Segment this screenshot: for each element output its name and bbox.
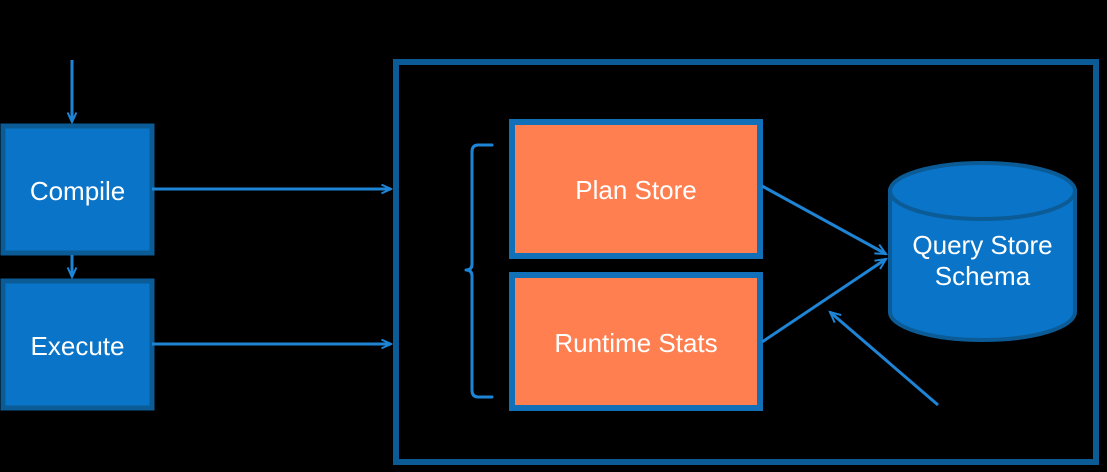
execute-box[interactable]	[0, 278, 155, 411]
query-store-schema-cylinder[interactable]	[888, 161, 1077, 342]
plan-store-box[interactable]	[509, 119, 763, 259]
cylinder-top-ellipse	[888, 161, 1077, 221]
compile-box[interactable]	[0, 123, 155, 256]
plan-store-to-schema-arrow	[761, 184, 886, 256]
cylinder-body	[888, 189, 1077, 342]
runtime-stats-box[interactable]	[509, 272, 763, 411]
external-to-schema-arrow	[830, 312, 939, 407]
query-store-container	[393, 59, 1099, 465]
grouping-bracket	[464, 143, 494, 399]
runtime-stats-to-schema-arrow	[761, 259, 886, 344]
